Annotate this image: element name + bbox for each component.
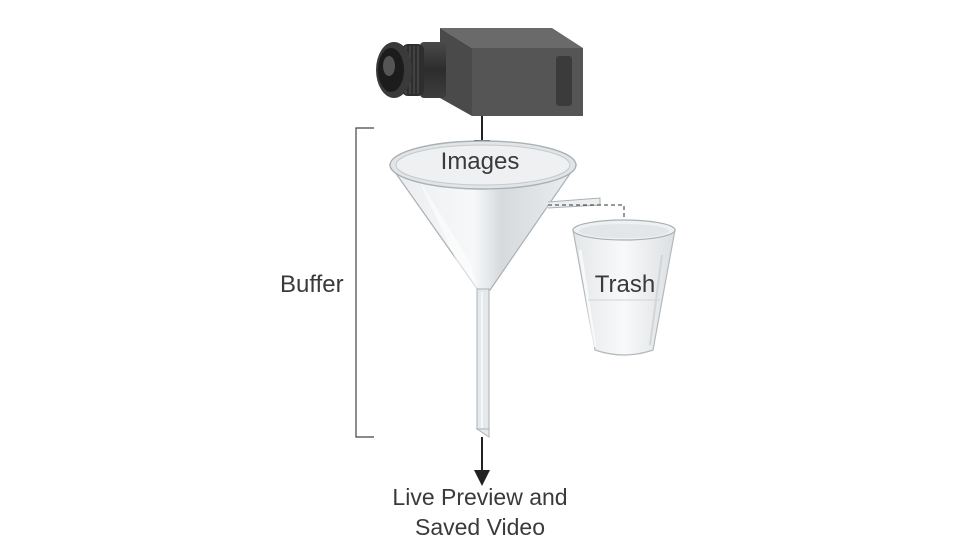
- output-label: Live Preview and Saved Video: [392, 482, 567, 543]
- output-label-line2: Saved Video: [414, 514, 545, 541]
- images-label: Images: [440, 148, 520, 175]
- buffer-label: Buffer: [280, 271, 344, 298]
- trash-label: Trash: [594, 271, 656, 298]
- output-label-line1: Live Preview and: [392, 484, 568, 510]
- buffer-bracket: [355, 127, 374, 438]
- cup-icon: [572, 219, 676, 356]
- camera-icon: [376, 28, 583, 116]
- funnel-icon: [388, 140, 578, 438]
